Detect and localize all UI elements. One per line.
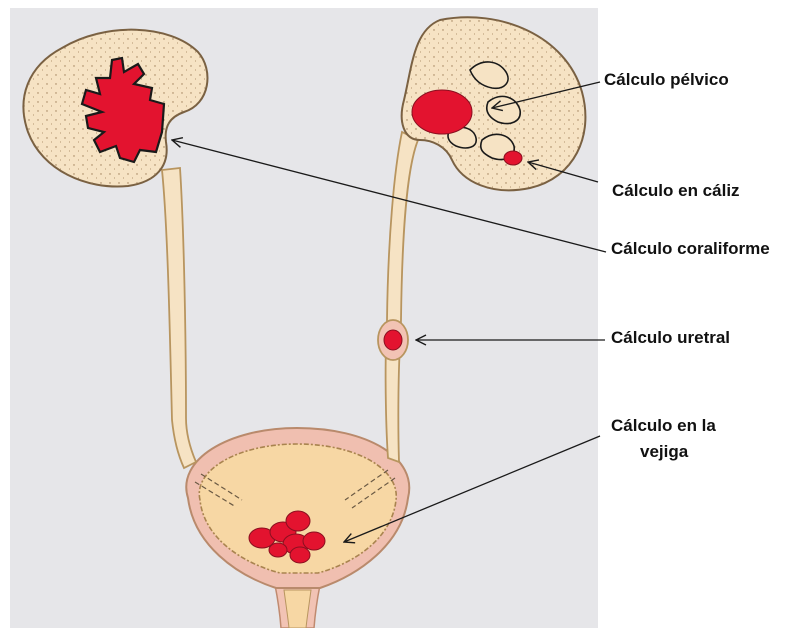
label-bladder-stone-line2: vejiga bbox=[640, 441, 688, 463]
label-bladder-stone-line1: Cálculo en la bbox=[611, 415, 716, 437]
ureteral-stone-bulge bbox=[378, 320, 408, 360]
calyceal-stone bbox=[504, 151, 522, 165]
pelvic-stone bbox=[412, 90, 472, 134]
label-calyceal-stone: Cálculo en cáliz bbox=[612, 180, 740, 202]
label-ureteral-stone: Cálculo uretral bbox=[611, 327, 730, 349]
label-staghorn-stone: Cálculo coraliforme bbox=[611, 238, 770, 260]
urethra bbox=[275, 585, 320, 628]
label-pelvic-stone: Cálculo pélvico bbox=[604, 69, 729, 91]
